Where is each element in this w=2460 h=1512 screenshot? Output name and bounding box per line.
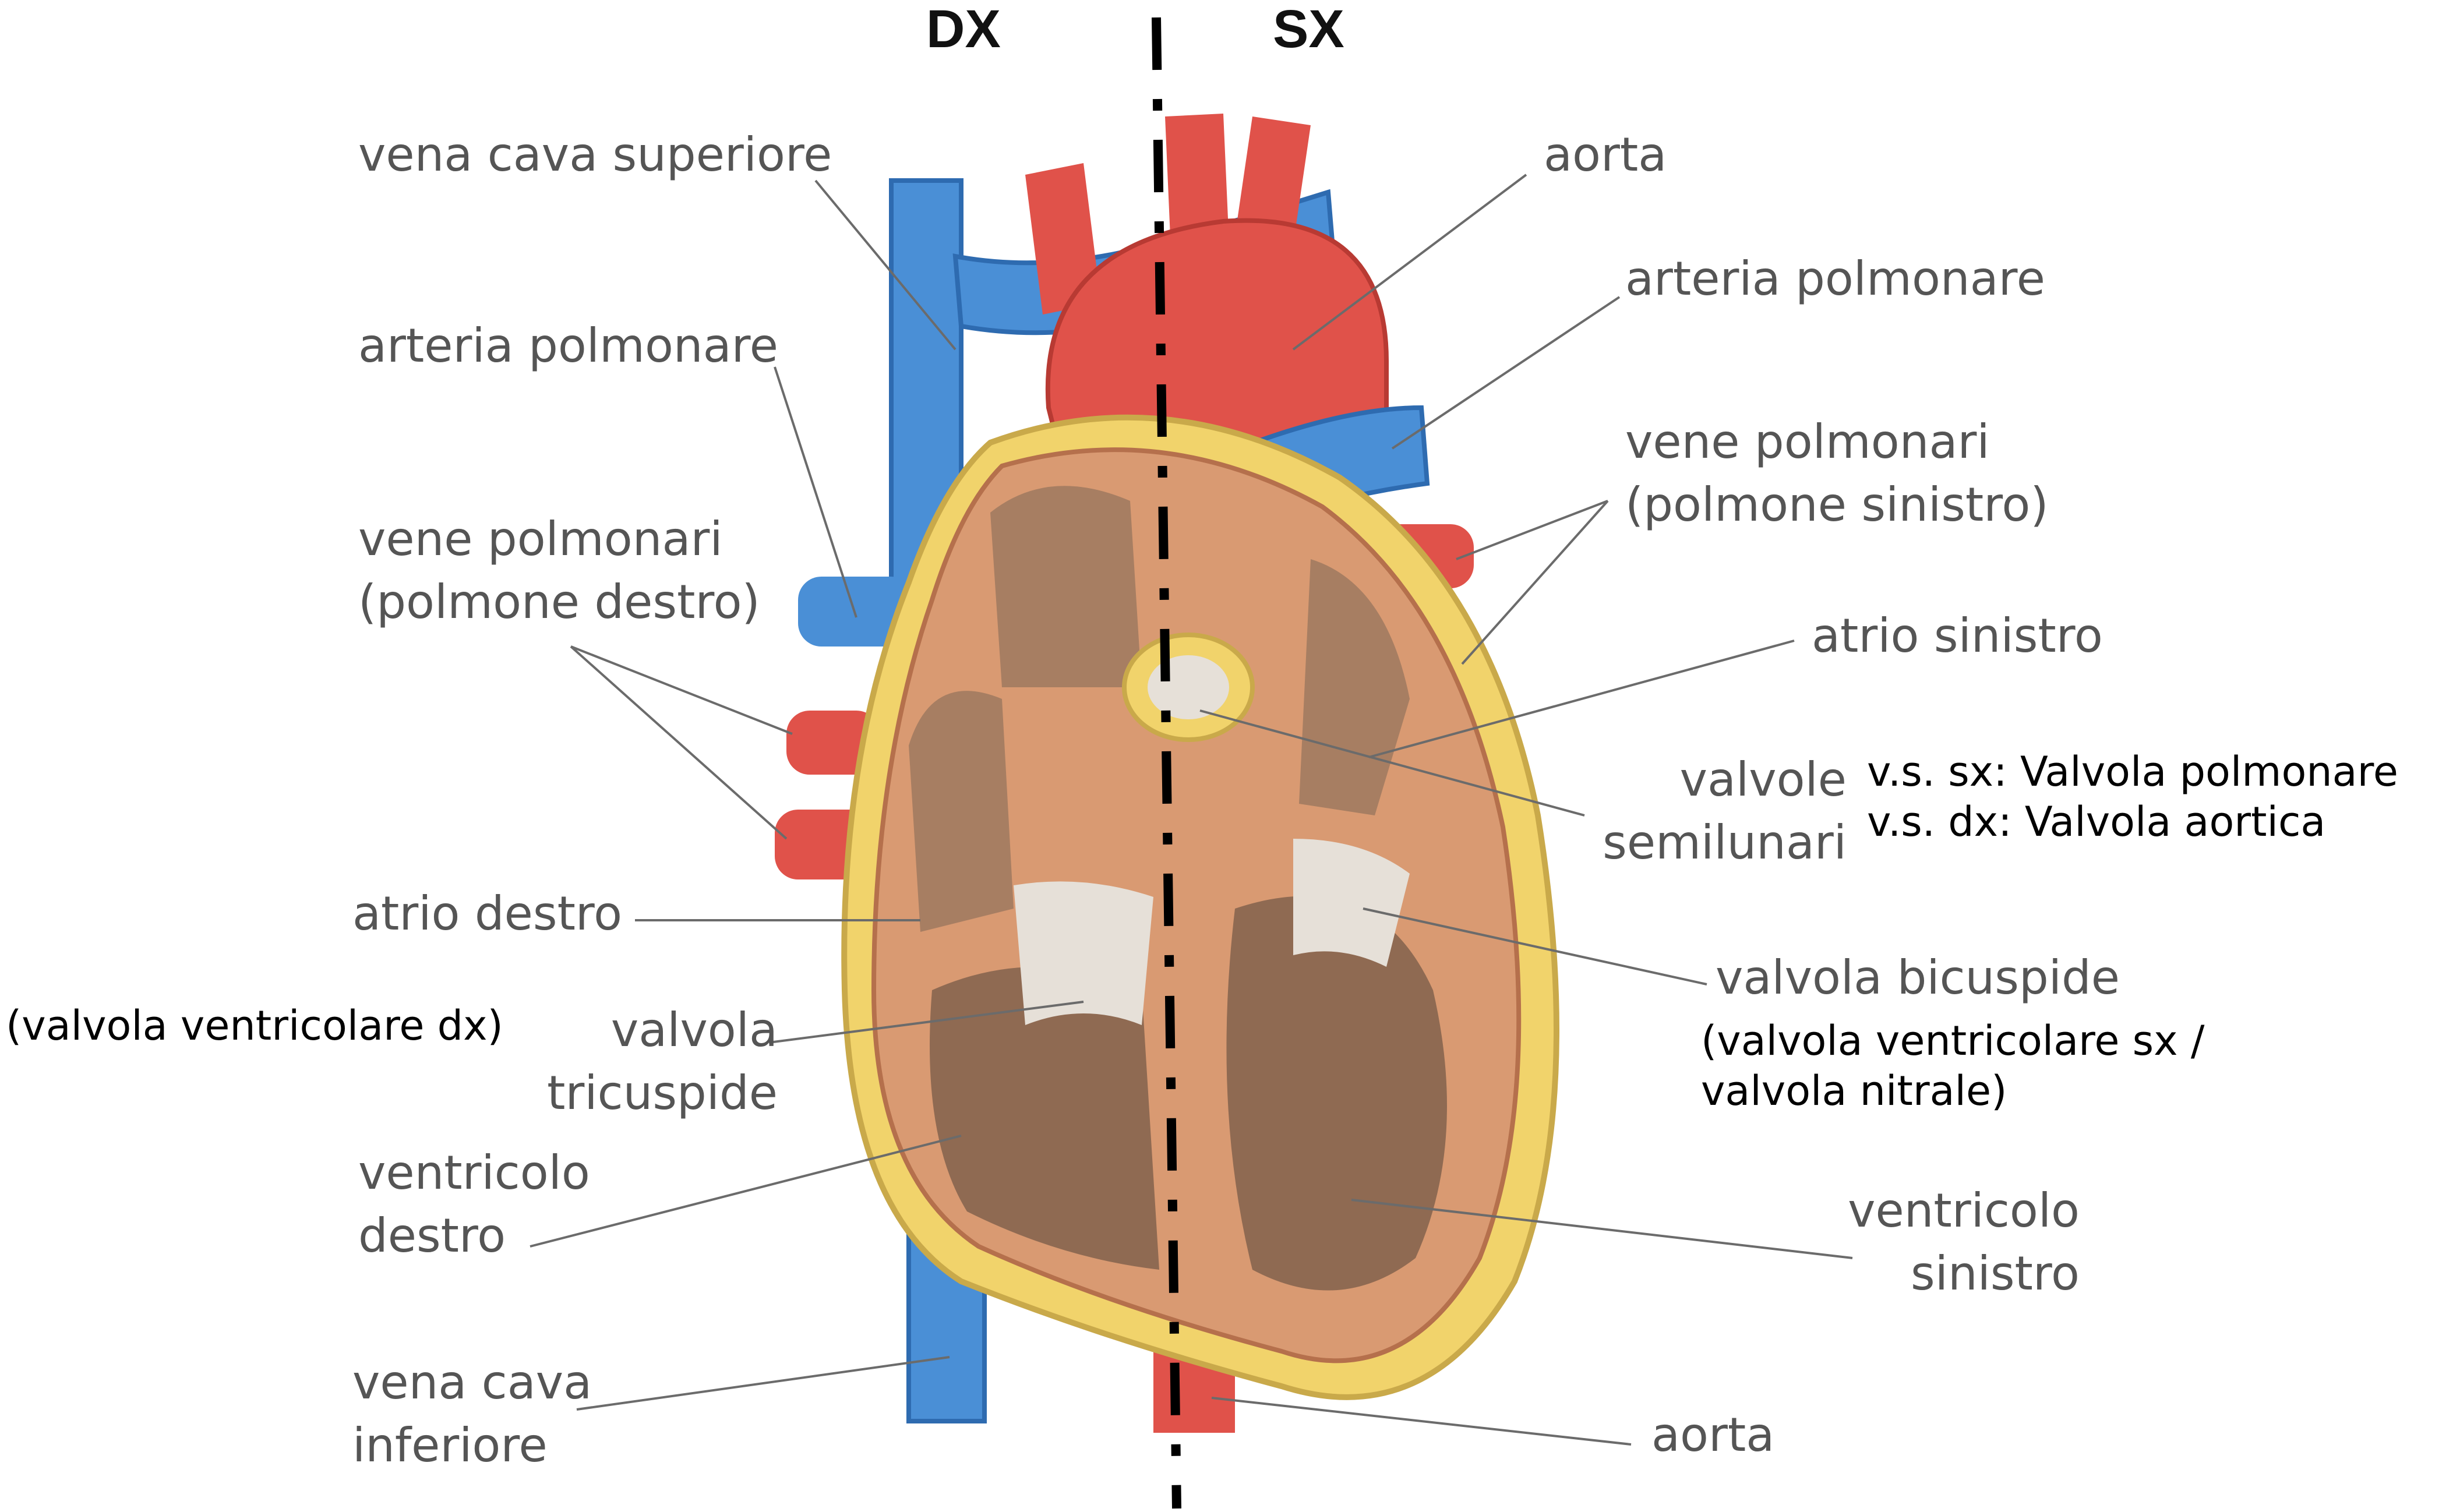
leader-vene-polmonari-sx-1 xyxy=(1456,500,1608,560)
upper-chamber xyxy=(990,486,1142,687)
label-vena-cava-inferiore-line1: vena cava xyxy=(352,1355,592,1409)
label-vene-polmonari-dx-line1: vene polmonari xyxy=(358,512,723,566)
leader-aorta-top xyxy=(1292,174,1527,351)
leader-vena-cava-superiore xyxy=(814,179,957,351)
label-ventricolo-sinistro-line1: ventricolo xyxy=(1848,1184,2080,1238)
annotation-semilunari-line1: v.s. sx: Valvola polmonare xyxy=(1867,748,2398,796)
label-vena-cava-superiore: vena cava superiore xyxy=(358,128,832,182)
label-ventricolo-destro-line1: ventricolo xyxy=(358,1146,590,1200)
annotation-bicuspide-line1: (valvola ventricolare sx / xyxy=(1701,1017,2205,1065)
label-ventricolo-destro: ventricolo destro xyxy=(358,1142,590,1267)
leader-lines xyxy=(530,174,1853,1446)
label-aorta-bottom: aorta xyxy=(1651,1408,1775,1462)
annotation-semilunari-line2: v.s. dx: Valvola aortica xyxy=(1867,798,2326,846)
leader-atrio-sinistro xyxy=(1368,640,1795,758)
leader-arteria-polmonare-dx xyxy=(774,366,857,618)
leader-valvola-tricuspide xyxy=(768,1001,1084,1044)
leader-ventricolo-sinistro xyxy=(1351,1199,1853,1259)
side-label-dx: DX xyxy=(926,0,1001,59)
aortic-arch xyxy=(1045,218,1389,457)
leader-valvole-semilunari xyxy=(1199,709,1585,817)
leader-arteria-polmonare-sx xyxy=(1391,296,1621,450)
label-valvole-semilunari-line2: semilunari xyxy=(1603,815,1847,870)
label-arteria-polmonare-sx: arteria polmonare xyxy=(1625,252,2045,306)
left-atrium-chamber xyxy=(1299,559,1410,815)
label-atrio-destro: atrio destro xyxy=(352,886,623,941)
label-valvola-bicuspide: valvola bicuspide xyxy=(1716,951,2120,1005)
label-ventricolo-sinistro-line2: sinistro xyxy=(1911,1246,2080,1301)
label-vena-cava-inferiore: vena cava inferiore xyxy=(352,1351,592,1477)
leader-vene-polmonari-sx-2 xyxy=(1461,500,1609,665)
label-valvola-tricuspide: valvola tricuspide xyxy=(533,999,778,1125)
leader-vene-polmonari-dx-2 xyxy=(570,645,788,840)
leader-vene-polmonari-dx-1 xyxy=(570,645,793,735)
label-vene-polmonari-sx-line1: vene polmonari xyxy=(1625,415,1990,469)
label-valvola-tricuspide-line1: valvola xyxy=(610,1003,778,1057)
leader-ventricolo-destro xyxy=(530,1135,962,1248)
label-valvole-semilunari-line1: valvole xyxy=(1679,753,1847,807)
label-vena-cava-inferiore-line2: inferiore xyxy=(352,1418,548,1472)
aortic-branch-1 xyxy=(1025,163,1101,315)
pulmonary-artery-right xyxy=(798,577,915,647)
annotation-bicuspide: (valvola ventricolare sx / valvola nitra… xyxy=(1701,1016,2204,1116)
label-valvole-semilunari: valvole semilunari xyxy=(1573,748,1847,874)
label-vene-polmonari-dx-line2: (polmone destro) xyxy=(358,575,760,629)
label-valvola-tricuspide-line2: tricuspide xyxy=(547,1066,778,1120)
right-atrium-chamber xyxy=(909,691,1014,932)
label-arteria-polmonare-dx: arteria polmonare xyxy=(358,319,778,373)
label-vene-polmonari-dx: vene polmonari (polmone destro) xyxy=(358,508,760,634)
leader-aorta-bottom xyxy=(1211,1397,1632,1446)
pulmonary-vein-right-1 xyxy=(786,711,880,775)
label-aorta-top: aorta xyxy=(1544,128,1667,182)
right-ventricle-chamber xyxy=(930,967,1159,1270)
bicuspid-valve-tissue xyxy=(1293,839,1410,967)
annotation-bicuspide-line2: valvola nitrale) xyxy=(1701,1067,2007,1115)
aortic-branch-2 xyxy=(1165,114,1229,250)
label-ventricolo-destro-line2: destro xyxy=(358,1209,506,1263)
tricuspid-valve-tissue xyxy=(1014,881,1153,1025)
dx-sx-divider xyxy=(1152,17,1181,1509)
label-atrio-sinistro: atrio sinistro xyxy=(1812,609,2103,663)
left-ventricle-chamber xyxy=(1226,896,1447,1291)
label-ventricolo-sinistro: ventricolo sinistro xyxy=(1800,1179,2080,1305)
semilunar-valve-opening xyxy=(1148,655,1229,719)
aortic-branch-3 xyxy=(1235,116,1311,245)
annotation-semilunari: v.s. sx: Valvola polmonare v.s. dx: Valv… xyxy=(1867,747,2398,847)
leader-valvola-bicuspide xyxy=(1363,907,1707,985)
label-vene-polmonari-sx: vene polmonari (polmone sinistro) xyxy=(1625,411,2049,536)
label-vene-polmonari-sx-line2: (polmone sinistro) xyxy=(1625,478,2049,532)
side-label-sx: SX xyxy=(1273,0,1344,59)
leader-vena-cava-inferiore xyxy=(576,1356,950,1411)
annotation-tricuspide: (valvola ventricolare dx) xyxy=(6,1002,503,1050)
